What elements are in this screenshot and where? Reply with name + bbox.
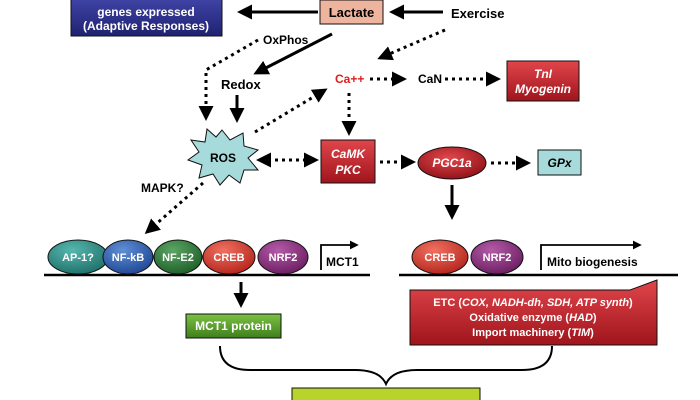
- factor-nrf2-right: NRF2: [470, 239, 524, 275]
- lactate-label: Lactate: [329, 5, 375, 20]
- factor-ap1: AP-1?: [47, 239, 109, 275]
- camk-pkc-box: CaMK PKC: [320, 139, 376, 184]
- pgc1a-node: PGC1a: [417, 146, 487, 180]
- etc-enzymes: COX, NADH-dh, SDH, ATP synth: [462, 297, 629, 309]
- gpx-box: GPx: [537, 149, 582, 176]
- mito-promoter-arrow: [540, 240, 642, 270]
- mct1-promoter-arrow: [320, 240, 359, 270]
- gpx-label: GPx: [547, 156, 572, 170]
- etc-line: ETC (COX, NADH-dh, SDH, ATP synth): [433, 297, 633, 309]
- factor-nfe2-label: NF-E2: [162, 252, 194, 264]
- factor-creb-right-label: CREB: [424, 252, 455, 264]
- imp-post: ): [590, 327, 594, 339]
- can-label: CaN: [418, 72, 442, 86]
- imp-pre: Import machinery (: [472, 327, 571, 339]
- mapk-label: MAPK?: [141, 181, 184, 195]
- oxphos-to-ros-arrow: [198, 38, 259, 121]
- pgc1a-label: PGC1a: [432, 156, 472, 170]
- factor-creb-right: CREB: [411, 239, 469, 275]
- ox-pre: Oxidative enzyme (: [469, 312, 569, 324]
- ros-to-factors-arrow: [144, 181, 204, 234]
- ox-enzyme: HAD: [569, 312, 593, 324]
- factor-nfe2: NF-E2: [153, 239, 203, 275]
- lactate-box: Lactate: [319, 0, 384, 25]
- camk-label: CaMK: [331, 147, 366, 161]
- genes-expressed-line1: genes expressed: [97, 5, 194, 19]
- combining-brace: [219, 345, 553, 387]
- factor-nrf2-left: NRF2: [257, 239, 309, 275]
- import-machinery-line: Import machinery (TIM): [472, 327, 594, 339]
- tni-label: TnI: [534, 67, 553, 81]
- factor-nfkb: NF-kB: [102, 239, 154, 275]
- ros-to-ca-arrow: [254, 88, 328, 134]
- factor-nrf2-left-label: NRF2: [269, 252, 298, 264]
- lactate-to-redox-arrow: [253, 32, 333, 75]
- bottom-result-box: [291, 387, 481, 400]
- oxidative-enzyme-line: Oxidative enzyme (HAD): [469, 312, 597, 324]
- mct1-gene-label: MCT1: [326, 255, 359, 269]
- exercise-to-ca-arrow: [377, 28, 446, 61]
- ca-label: Ca++: [335, 72, 364, 86]
- factor-nrf2-right-label: NRF2: [483, 252, 512, 264]
- pkc-label: PKC: [335, 163, 361, 177]
- mct1-protein-label: MCT1 protein: [195, 319, 272, 333]
- etc-pre: ETC (: [433, 297, 462, 309]
- genes-expressed-line2: (Adaptive Responses): [83, 19, 209, 33]
- exercise-label: Exercise: [451, 6, 505, 21]
- ox-post: ): [593, 312, 597, 324]
- redox-label: Redox: [221, 77, 262, 92]
- factor-nfkb-label: NF-kB: [112, 252, 144, 264]
- ros-burst: ROS: [186, 128, 260, 186]
- genes-expressed-box: genes expressed (Adaptive Responses): [70, 0, 223, 37]
- etc-post: ): [629, 297, 633, 309]
- imp-name: TIM: [571, 327, 591, 339]
- mct1-protein-box: MCT1 protein: [185, 313, 282, 339]
- myogenin-label: Myogenin: [515, 82, 571, 96]
- mito-targets-box: ETC (COX, NADH-dh, SDH, ATP synth) Oxida…: [409, 279, 658, 346]
- factor-creb-left-label: CREB: [213, 252, 244, 264]
- oxphos-label: OxPhos: [263, 33, 309, 47]
- ros-label: ROS: [210, 151, 236, 165]
- tni-myogenin-box: TnI Myogenin: [506, 60, 580, 102]
- factor-ap1-label: AP-1?: [62, 252, 94, 264]
- mito-biogenesis-label: Mito biogenesis: [547, 255, 638, 269]
- factor-creb-left: CREB: [202, 239, 256, 275]
